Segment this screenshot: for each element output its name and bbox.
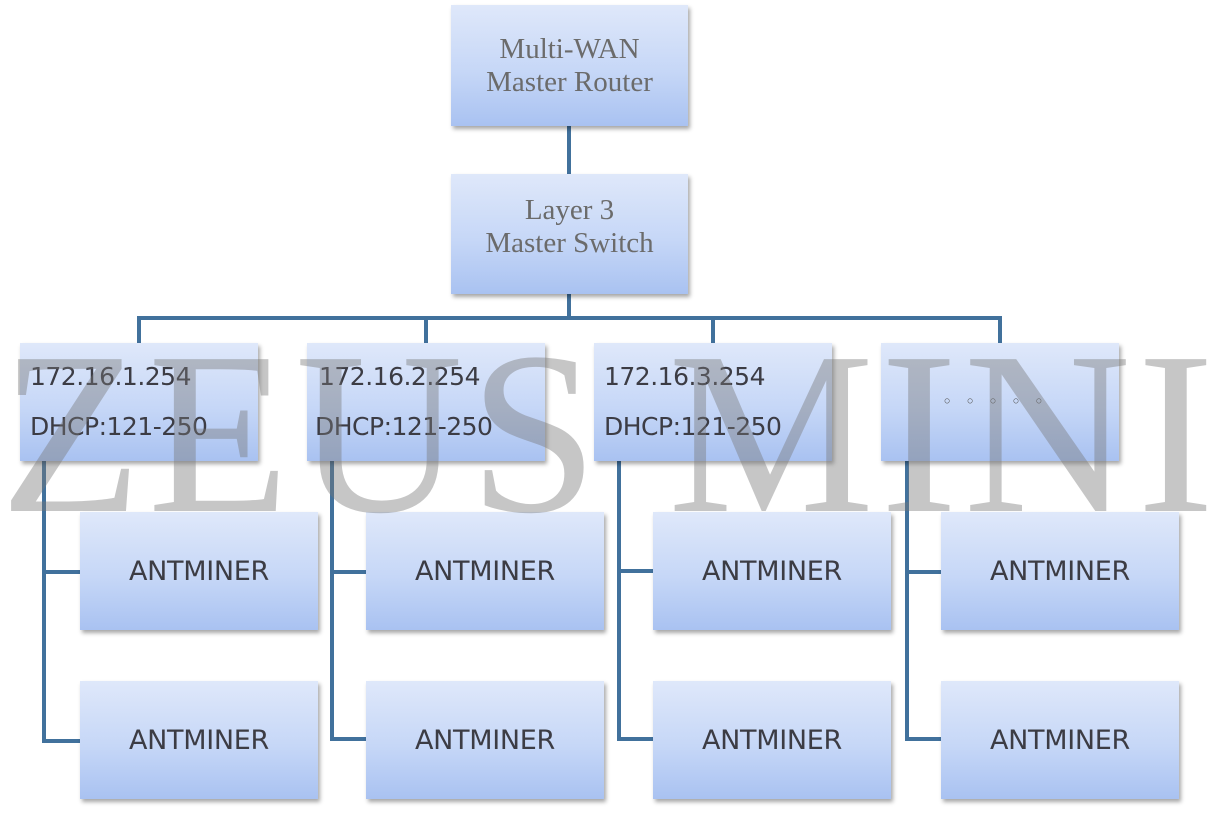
subnet-dhcp-range: DHCP:121-250 — [30, 412, 208, 441]
miner-node: ANTMINER — [80, 681, 318, 799]
connector-router-switch — [567, 126, 571, 174]
miner-node: ANTMINER — [366, 512, 604, 630]
miner-node: ANTMINER — [653, 512, 891, 630]
branch-3b — [617, 737, 654, 741]
drop-subnet-1 — [137, 316, 141, 343]
drop-subnet-3 — [711, 316, 715, 343]
master-switch-node: Layer 3 Master Switch — [451, 174, 688, 294]
miner-label: ANTMINER — [701, 555, 843, 587]
subnet-node-more: ◦◦◦◦◦ — [881, 343, 1119, 461]
branch-2a — [330, 570, 366, 574]
subnet-ip: 172.16.2.254 — [319, 362, 481, 391]
ellipsis-placeholder: ◦◦◦◦◦ — [942, 394, 1058, 410]
branch-2b — [330, 737, 366, 741]
subnet-dhcp-range: DHCP:121-250 — [315, 412, 493, 441]
branch-1a — [42, 570, 82, 574]
router-label-line1: Multi-WAN — [499, 32, 640, 65]
horizontal-bus — [137, 316, 1002, 320]
miner-label: ANTMINER — [701, 724, 843, 756]
master-router-node: Multi-WAN Master Router — [451, 5, 688, 126]
trunk-subnet-1 — [42, 460, 46, 743]
miner-node: ANTMINER — [366, 681, 604, 799]
miner-label: ANTMINER — [414, 724, 556, 756]
branch-4a — [905, 570, 941, 574]
miner-node: ANTMINER — [80, 512, 318, 630]
drop-subnet-4 — [998, 316, 1002, 343]
subnet-dhcp-range: DHCP:121-250 — [604, 412, 782, 441]
miner-label: ANTMINER — [128, 555, 270, 587]
branch-3a — [617, 569, 654, 573]
miner-node: ANTMINER — [653, 681, 891, 799]
trunk-subnet-3 — [617, 460, 621, 741]
trunk-subnet-4 — [905, 460, 909, 741]
miner-label: ANTMINER — [414, 555, 556, 587]
miner-label: ANTMINER — [989, 724, 1131, 756]
branch-1b — [42, 739, 82, 743]
miner-node: ANTMINER — [941, 512, 1179, 630]
branch-4b — [905, 737, 941, 741]
trunk-subnet-2 — [330, 460, 334, 741]
subnet-node-1: 172.16.1.254 DHCP:121-250 — [20, 343, 258, 461]
drop-subnet-2 — [424, 316, 428, 343]
subnet-node-2: 172.16.2.254 DHCP:121-250 — [307, 343, 545, 461]
subnet-ip: 172.16.3.254 — [604, 362, 766, 391]
subnet-node-3: 172.16.3.254 DHCP:121-250 — [594, 343, 832, 461]
miner-label: ANTMINER — [989, 555, 1131, 587]
subnet-ip: 172.16.1.254 — [30, 362, 192, 391]
router-label-line2: Master Router — [486, 65, 653, 98]
miner-label: ANTMINER — [128, 724, 270, 756]
miner-node: ANTMINER — [941, 681, 1179, 799]
connector-switch-bus — [567, 294, 571, 320]
switch-label-line1: Layer 3 — [524, 194, 615, 226]
switch-label-line2: Master Switch — [485, 227, 654, 259]
